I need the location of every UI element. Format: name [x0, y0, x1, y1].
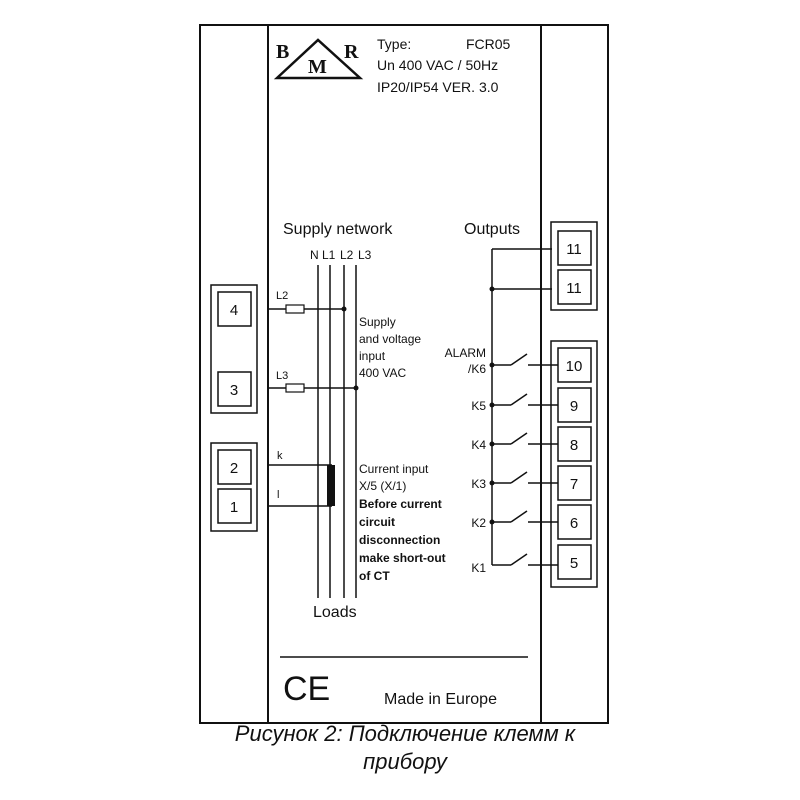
relay-contact-k3: [492, 471, 558, 484]
ct-label-l: l: [277, 489, 279, 501]
wire-l2: [268, 304, 347, 314]
left-terminal-group-upper: [210, 284, 258, 414]
warning-text-2: circuit: [359, 515, 395, 529]
ce-mark: CE: [283, 670, 330, 708]
right-terminal-7: 7: [570, 476, 578, 493]
warning-text-3: disconnection: [359, 533, 440, 547]
output-common-node: [489, 286, 495, 292]
right-terminal-8: 8: [570, 437, 578, 454]
warning-text-5: of CT: [359, 569, 390, 583]
warning-text-1: Before current: [359, 497, 442, 511]
right-terminal-group-upper: [550, 221, 598, 311]
left-terminal-group-lower: [210, 442, 258, 532]
relay-label-k4: K4: [471, 438, 486, 452]
supply-text-4: 400 VAC: [359, 366, 406, 380]
relay-label-k6: /K6: [468, 362, 486, 376]
wire-label-l2: L2: [276, 290, 288, 302]
bus-label-l1: L1: [322, 248, 336, 262]
supply-text-3: input: [359, 349, 386, 363]
right-terminal-5: 5: [570, 555, 578, 572]
right-terminal-11b: 11: [566, 280, 582, 297]
type-value: FCR05: [466, 36, 511, 52]
relay-label-k2: K2: [471, 516, 486, 530]
relay-label-k1: K1: [471, 561, 486, 575]
rating-text: Un 400 VAC / 50Hz: [377, 57, 498, 73]
right-terminal-group-lower: [550, 340, 598, 588]
ct-label-k: k: [277, 450, 283, 462]
bus-lines: [317, 265, 357, 598]
caption-line-2: прибору: [363, 749, 447, 774]
relay-contact-k2: [492, 510, 558, 523]
relay-contact-k1: [492, 553, 558, 566]
output-11-wiring: [491, 248, 552, 565]
warning-text-4: make short-out: [359, 551, 446, 565]
current-text-2: X/5 (X/1): [359, 479, 406, 493]
logo-letter-r: R: [344, 41, 359, 63]
right-terminal-6: 6: [570, 515, 578, 532]
relay-contact-k4: [492, 432, 558, 445]
left-terminals: [217, 291, 252, 524]
made-in-europe: Made in Europe: [384, 691, 497, 708]
protection-version-text: IP20/IP54 VER. 3.0: [377, 79, 499, 95]
left-terminal-2: 2: [230, 460, 238, 477]
right-terminals: [557, 230, 592, 580]
type-label: Type:: [377, 36, 411, 52]
bus-label-l2: L2: [340, 248, 354, 262]
supply-network-title: Supply network: [283, 221, 393, 238]
bus-label-l3: L3: [358, 248, 372, 262]
outputs-title: Outputs: [464, 221, 520, 238]
right-terminal-10: 10: [566, 358, 583, 375]
relay-label-k3: K3: [471, 477, 486, 491]
supply-text-2: and voltage: [359, 332, 421, 346]
fuse-l2: [285, 304, 305, 314]
caption-line-1: Рисунок 2: Подключение клемм к: [234, 721, 576, 746]
left-terminal-4: 4: [230, 302, 238, 319]
left-terminal-1: 1: [230, 499, 238, 516]
bmr-logo: B M R: [273, 38, 364, 80]
supply-text-1: Supply: [359, 315, 396, 329]
device-housing: [199, 24, 609, 724]
wire-l3: [268, 383, 359, 393]
relay-label-alarm: ALARM: [445, 346, 486, 360]
right-terminal-11a: 11: [566, 241, 582, 258]
logo-letter-m: M: [308, 56, 327, 78]
current-text-1: Current input: [359, 462, 429, 476]
logo-letter-b: B: [276, 41, 289, 63]
right-terminal-9: 9: [570, 398, 578, 415]
figure-caption: Рисунок 2: Подключение клемм к прибору: [150, 720, 660, 776]
relay-label-k5: K5: [471, 399, 486, 413]
relay-contact-k5: [492, 393, 558, 406]
relay-contact-alarm-k6: [492, 353, 558, 366]
relay-nodes: [489, 362, 495, 525]
loads-label: Loads: [313, 604, 357, 621]
current-transformer: [268, 464, 335, 507]
left-terminal-3: 3: [230, 382, 238, 399]
bus-label-n: N: [310, 248, 319, 262]
wire-label-l3: L3: [276, 370, 288, 382]
fuse-l3: [285, 383, 305, 393]
